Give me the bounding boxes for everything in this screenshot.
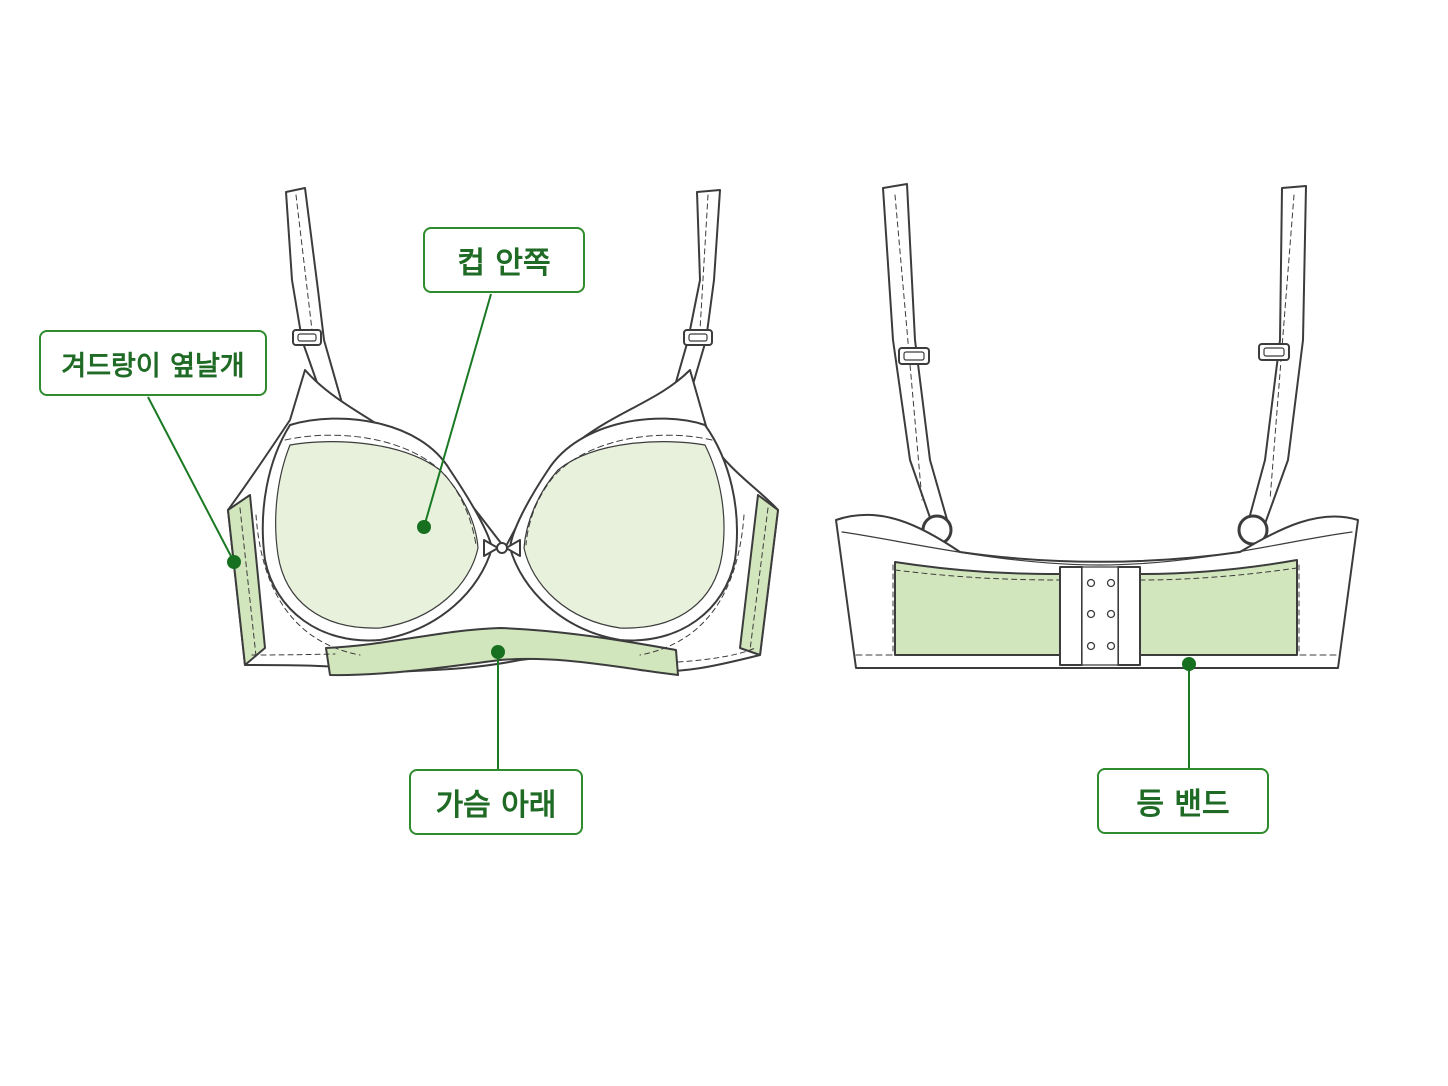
leader-dot-cup-inner bbox=[417, 520, 431, 534]
label-back-band: 등 밴드 bbox=[1097, 768, 1269, 834]
leader-dot-side-wing bbox=[227, 555, 241, 569]
front-left-strap bbox=[285, 187, 345, 411]
leader-dot-under-bust bbox=[491, 645, 505, 659]
leader-side-wing bbox=[147, 396, 235, 563]
front-center-bow bbox=[483, 539, 521, 557]
back-right-panel bbox=[1139, 559, 1298, 656]
leader-dot-back-band bbox=[1182, 657, 1196, 671]
front-left-cup-inner bbox=[275, 441, 479, 629]
front-left-side-wing bbox=[227, 494, 266, 666]
back-closure-left bbox=[1059, 566, 1083, 666]
back-closure-right bbox=[1117, 566, 1141, 666]
back-closure-eyes bbox=[1086, 578, 1116, 651]
leader-cup-inner bbox=[423, 293, 492, 528]
label-cup-inner: 컵 안쪽 bbox=[423, 227, 585, 293]
back-view-bra bbox=[835, 183, 1359, 670]
front-right-side-wing bbox=[739, 494, 779, 656]
label-under-bust: 가슴 아래 bbox=[409, 769, 583, 835]
back-left-panel bbox=[894, 561, 1061, 656]
front-right-cup-inner bbox=[523, 441, 725, 629]
front-right-strap bbox=[667, 189, 721, 411]
leader-lines bbox=[147, 293, 1196, 769]
label-side-wing: 겨드랑이 옆날개 bbox=[39, 330, 267, 396]
